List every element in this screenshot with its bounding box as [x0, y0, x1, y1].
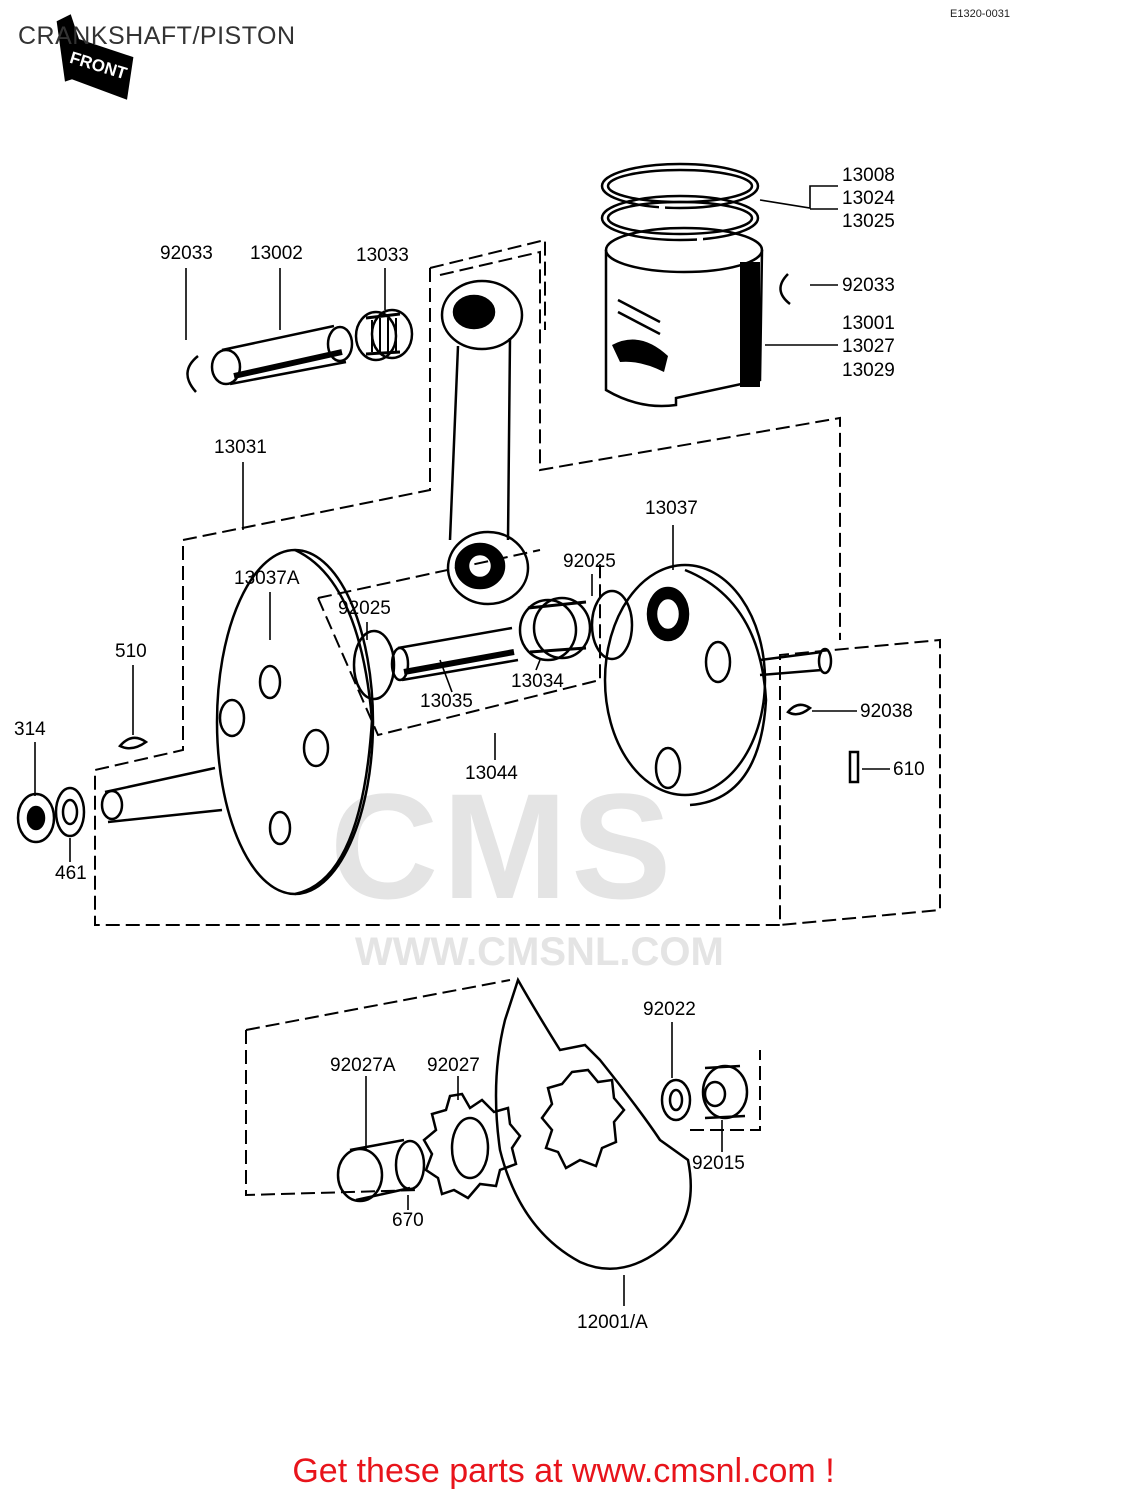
- page-title: CRANKSHAFT/PISTON: [18, 22, 296, 50]
- part-label-314[interactable]: 314: [14, 719, 46, 740]
- part-label-12001A[interactable]: 12001/A: [577, 1312, 648, 1333]
- part-label-13002[interactable]: 13002: [250, 243, 303, 264]
- part-label-13008[interactable]: 13008: [842, 165, 895, 186]
- document-code: E1320-0031: [950, 8, 1010, 20]
- circlip-right-icon: [779, 273, 791, 305]
- part-label-610[interactable]: 610: [893, 759, 925, 780]
- flywheel-right: [603, 563, 768, 807]
- thrust-washer-left-icon: [352, 629, 396, 701]
- part-label-13035[interactable]: 13035: [420, 691, 473, 712]
- buy-parts-link[interactable]: Get these parts at www.cmsnl.com !: [292, 1452, 835, 1490]
- watermark-url: WWW.CMSNL.COM: [355, 930, 724, 974]
- sprocket-gear: [422, 1092, 522, 1200]
- small-end-bearing: [354, 308, 414, 362]
- flywheel-left: [215, 548, 375, 896]
- leader-lines: [34, 185, 890, 1306]
- part-label-92027A[interactable]: 92027A: [330, 1055, 396, 1076]
- piston-pin: [210, 324, 354, 386]
- dowel-pin-icon: [848, 750, 860, 784]
- part-label-13034[interactable]: 13034: [511, 671, 564, 692]
- part-label-13001[interactable]: 13001: [842, 313, 895, 334]
- part-label-13031[interactable]: 13031: [214, 437, 267, 458]
- part-label-13044[interactable]: 13044: [465, 763, 518, 784]
- part-label-13027[interactable]: 13027: [842, 336, 895, 357]
- part-label-13037A[interactable]: 13037A: [234, 568, 300, 589]
- connecting-rod: [440, 279, 530, 606]
- piston-rings: [600, 162, 760, 244]
- part-label-92033-left[interactable]: 92033: [160, 243, 213, 264]
- woodruff-key-right-icon: [786, 703, 813, 716]
- part-label-92025-right[interactable]: 92025: [563, 551, 616, 572]
- part-label-92025-left[interactable]: 92025: [338, 598, 391, 619]
- crankshaft-left-shaft: [100, 766, 223, 824]
- piston: [604, 226, 764, 408]
- assembly-outlines: [94, 238, 941, 1197]
- part-label-13024[interactable]: 13024: [842, 188, 895, 209]
- front-arrow-icon: FRONT: [56, 14, 134, 100]
- crank-pin: [390, 626, 519, 682]
- crankshaft-nut: [16, 786, 86, 844]
- circlip-left-icon: [186, 355, 199, 393]
- big-end-bearing: [518, 596, 592, 662]
- gear-washer-nut: [660, 1064, 749, 1122]
- part-label-670[interactable]: 670: [392, 1210, 424, 1231]
- part-label-510[interactable]: 510: [115, 641, 147, 662]
- woodruff-key-icon: [118, 736, 149, 750]
- part-label-92022[interactable]: 92022: [643, 999, 696, 1020]
- crankshaft-right-shaft: [759, 647, 833, 677]
- part-label-13029[interactable]: 13029: [842, 360, 895, 381]
- part-label-461[interactable]: 461: [55, 863, 87, 884]
- thrust-washer-right-icon: [590, 589, 634, 661]
- part-label-92015[interactable]: 92015: [692, 1153, 745, 1174]
- part-label-13025[interactable]: 13025: [842, 211, 895, 232]
- watermark-logo: CMS: [330, 762, 676, 930]
- part-label-92027[interactable]: 92027: [427, 1055, 480, 1076]
- collar-bushing: [336, 1138, 426, 1203]
- primary-gear-plate: [494, 976, 692, 1270]
- part-label-92038[interactable]: 92038: [860, 701, 913, 722]
- part-label-92033-right[interactable]: 92033: [842, 275, 895, 296]
- part-label-13037[interactable]: 13037: [645, 498, 698, 519]
- part-label-13033[interactable]: 13033: [356, 245, 409, 266]
